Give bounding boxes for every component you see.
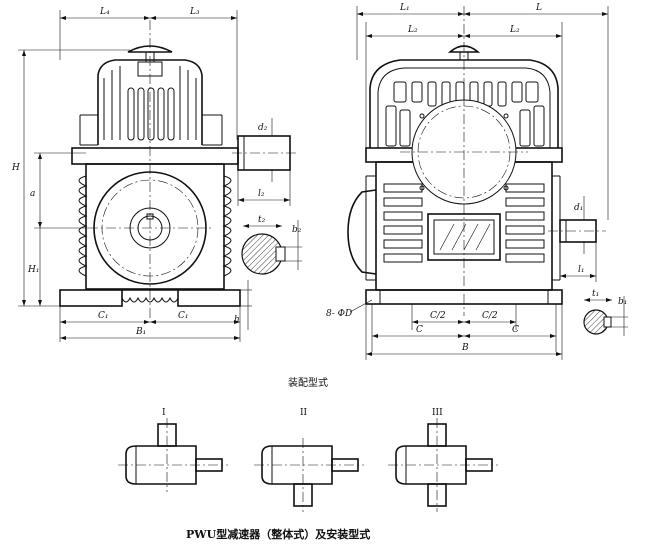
dim-c1-b1-h: C₁ C₁ B₁ h	[59, 280, 252, 342]
dim-h-label: H	[11, 163, 20, 173]
dim-d1-l1: d₁ l₁	[560, 196, 597, 282]
right-key-section: t₁ b₁	[583, 289, 628, 336]
dim-l1-small-label: l₁	[578, 265, 585, 275]
right-input-shaft	[548, 219, 606, 243]
dim-c1-right-label: C₁	[178, 311, 189, 321]
left-upper-fins	[79, 45, 223, 146]
dim-d2-l2: d₂ l₂	[237, 118, 291, 206]
dim-l1-label: L₁	[399, 3, 410, 13]
left-key-section: t₂ b₂	[241, 215, 302, 275]
dim-t1-label: t₁	[592, 289, 599, 299]
dim-l4-l3: L₄ L₃	[59, 7, 238, 140]
assembly-type-2: II	[254, 408, 364, 512]
dim-l2-right-label: L₂	[509, 25, 520, 35]
assembly-type-2-label: II	[300, 408, 308, 418]
assembly-type-3: III	[388, 408, 498, 512]
right-upper-cover	[369, 45, 559, 148]
dim-d1-label: d₁	[574, 203, 583, 213]
dim-d2-label: d₂	[258, 123, 268, 133]
dim-c-half-left-label: C/2	[430, 311, 446, 321]
dim-b2-label: b₂	[292, 225, 302, 235]
dim-h1-label: H₁	[27, 265, 39, 275]
dim-c-b: C/2 C/2 C C B	[365, 304, 563, 360]
dim-l2-label: l₂	[258, 189, 265, 199]
dim-l1-l: L₁ L	[356, 3, 609, 220]
left-lower-fins	[78, 175, 232, 277]
dim-c-right-label: C	[512, 325, 519, 335]
left-lower-body	[85, 163, 225, 290]
dim-l3-label: L₃	[189, 7, 200, 17]
dim-t2-label: t₂	[258, 215, 266, 225]
dim-l2-left-label: L₂	[407, 25, 418, 35]
assembly-type-3-label: III	[432, 408, 443, 418]
right-view: L₁ L L₂ L₂ d₁ l₁	[326, 3, 628, 360]
dim-c-left-label: C	[416, 325, 423, 335]
bolt-callout: 8- ΦD	[326, 299, 373, 319]
dim-b-label: B	[461, 343, 469, 353]
right-left-boss	[347, 189, 377, 275]
dim-a-label: a	[30, 189, 35, 199]
dim-b1-label: B₁	[135, 327, 146, 337]
dim-b1-key-label: b₁	[618, 297, 627, 307]
dim-l2: L₂ L₂	[365, 22, 563, 148]
bolt-label: 8- ΦD	[326, 309, 352, 319]
assembly-type-1-label: I	[162, 408, 166, 418]
dim-c-half-right-label: C/2	[482, 311, 498, 321]
dim-l4-label: L₄	[99, 7, 110, 17]
drawing-title: PWU型减速器（整体式）及安装型式	[186, 527, 370, 541]
left-flange	[71, 147, 239, 165]
dim-c1-left-label: C₁	[98, 311, 109, 321]
dim-h-a-h1: H a H₁	[11, 49, 130, 307]
assembly-caption: 装配型式	[288, 376, 328, 389]
dim-l-label: L	[535, 3, 542, 13]
assembly-type-1: I	[118, 408, 228, 492]
left-output-shaft	[232, 135, 298, 171]
left-view: L₄ L₃ H a H₁ d₂	[11, 7, 302, 342]
dim-h-bottom-label: h	[234, 315, 240, 325]
